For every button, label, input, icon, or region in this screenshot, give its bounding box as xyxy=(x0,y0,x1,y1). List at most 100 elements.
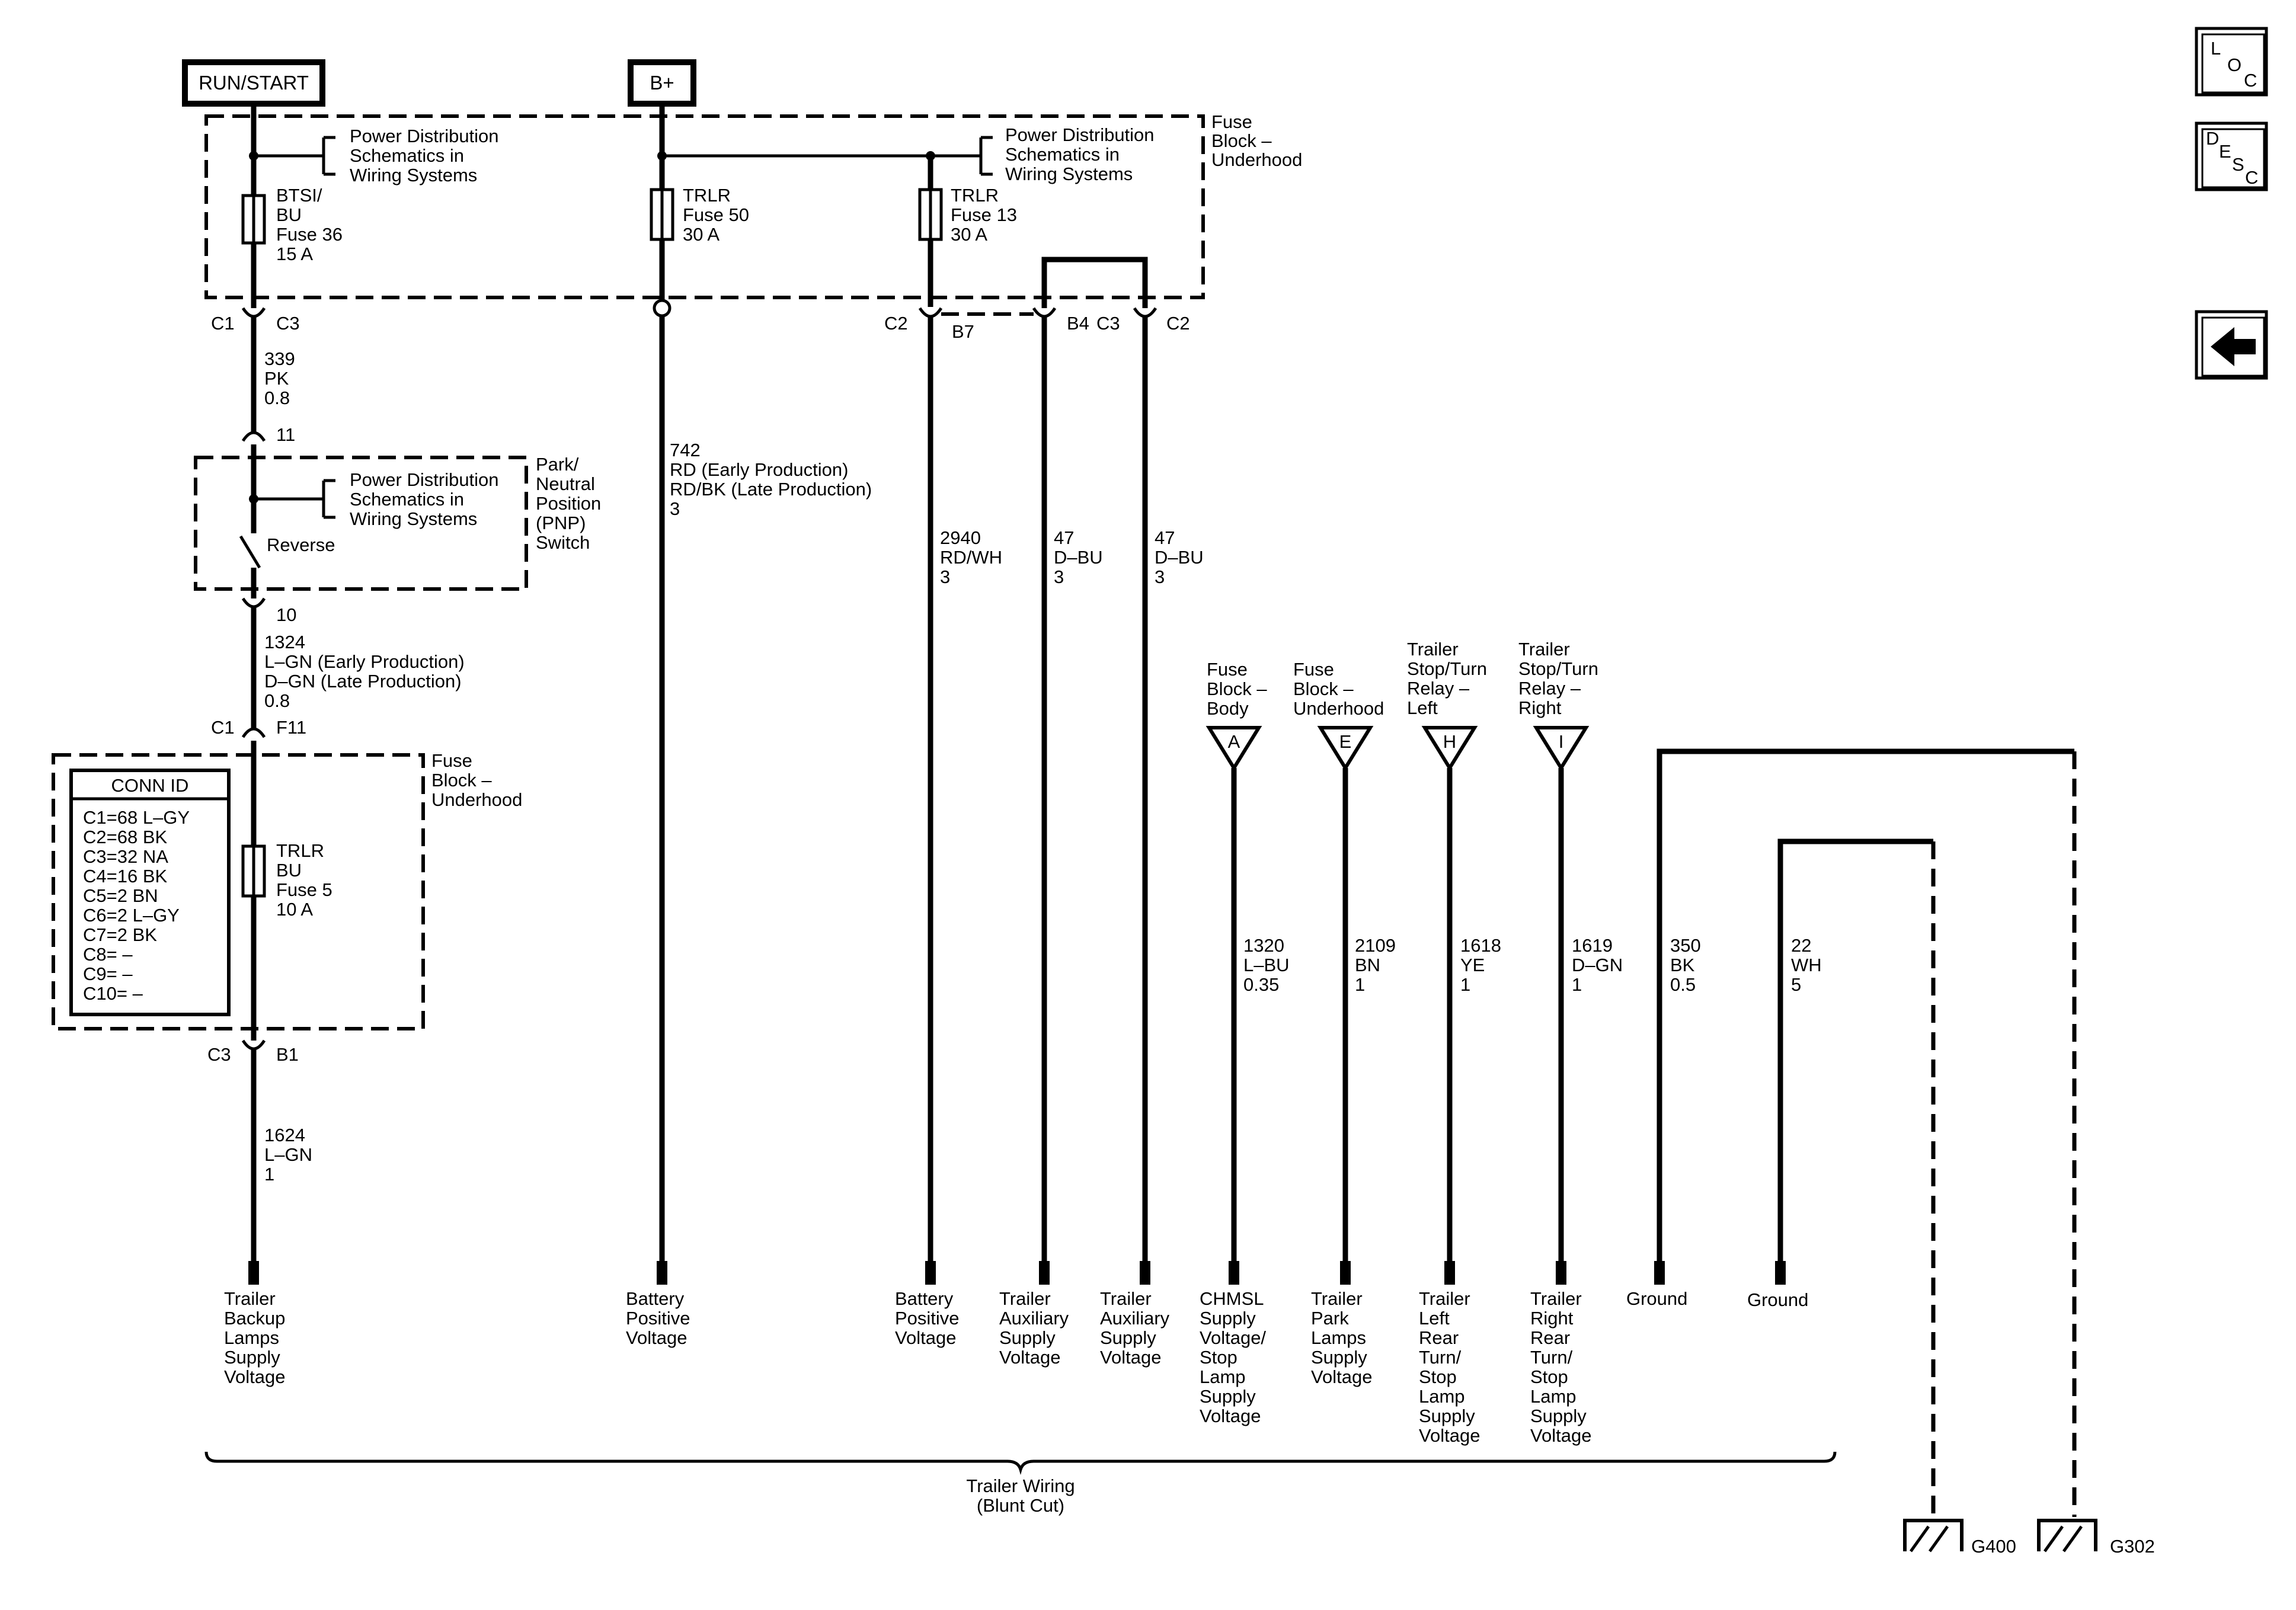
wire-350 xyxy=(1657,748,2074,1262)
svg-text:Stop: Stop xyxy=(1419,1366,1457,1387)
svg-text:1: 1 xyxy=(1460,974,1470,995)
svg-text:Right: Right xyxy=(1518,697,1562,718)
desc-button[interactable]: D E S C xyxy=(2195,121,2268,191)
back-button[interactable] xyxy=(2195,310,2268,380)
svg-text:C6=2 L–GY: C6=2 L–GY xyxy=(83,905,180,926)
svg-text:1618: 1618 xyxy=(1460,935,1501,956)
svg-text:Rear: Rear xyxy=(1530,1327,1570,1348)
svg-text:350: 350 xyxy=(1670,935,1701,956)
svg-text:11: 11 xyxy=(276,424,295,445)
ground-g400-icon: G400 xyxy=(1903,1519,2016,1557)
svg-text:Trailer: Trailer xyxy=(1419,1288,1470,1309)
svg-text:Voltage: Voltage xyxy=(1419,1425,1480,1446)
svg-text:Voltage: Voltage xyxy=(999,1347,1060,1368)
wire-1624-label: 1624 L–GN 1 xyxy=(264,1125,312,1185)
svg-text:RD/BK (Late Production): RD/BK (Late Production) xyxy=(670,479,872,500)
reference-e: Fuse Block – Underhood E xyxy=(1293,659,1384,1262)
svg-text:A: A xyxy=(1228,731,1240,752)
terminal-label-backup-lamps: Trailer Backup Lamps Supply Voltage xyxy=(224,1288,285,1387)
svg-text:1: 1 xyxy=(1572,974,1582,995)
svg-text:Trailer: Trailer xyxy=(999,1288,1051,1309)
svg-text:Turn/: Turn/ xyxy=(1419,1347,1462,1368)
terminal-label-park: Trailer Park Lamps Supply Voltage xyxy=(1311,1288,1372,1387)
svg-text:C5=2 BN: C5=2 BN xyxy=(83,885,158,906)
svg-text:3: 3 xyxy=(1155,566,1165,587)
fuse-50-label: TRLR Fuse 50 30 A xyxy=(683,185,749,245)
svg-text:BK: BK xyxy=(1670,955,1695,975)
svg-text:D–BU: D–BU xyxy=(1155,547,1204,568)
wire-339-label: 339 PK 0.8 xyxy=(264,348,295,408)
svg-text:Positive: Positive xyxy=(895,1308,960,1329)
svg-text:B7: B7 xyxy=(952,321,974,342)
svg-text:Lamp: Lamp xyxy=(1419,1386,1465,1407)
svg-text:5: 5 xyxy=(1791,974,1801,995)
svg-text:Relay –: Relay – xyxy=(1407,678,1470,699)
svg-text:Left: Left xyxy=(1419,1308,1450,1329)
svg-text:Voltage: Voltage xyxy=(626,1327,687,1348)
wire-1618-label: 1618 YE 1 xyxy=(1460,935,1501,995)
svg-text:Voltage: Voltage xyxy=(1100,1347,1161,1368)
svg-text:TRLR: TRLR xyxy=(276,840,324,861)
svg-text:C3: C3 xyxy=(276,313,300,334)
svg-text:F11: F11 xyxy=(276,717,306,738)
svg-text:Trailer: Trailer xyxy=(1100,1288,1152,1309)
svg-text:Trailer Wiring: Trailer Wiring xyxy=(966,1475,1075,1496)
svg-text:C3: C3 xyxy=(207,1044,231,1065)
loc-o: O xyxy=(2227,55,2241,75)
svg-text:I: I xyxy=(1559,731,1564,752)
svg-text:1: 1 xyxy=(264,1164,274,1185)
svg-text:1624: 1624 xyxy=(264,1125,305,1145)
svg-text:1: 1 xyxy=(1355,974,1365,995)
trailer-wiring-label: Trailer Wiring (Blunt Cut) xyxy=(966,1475,1075,1516)
wire-1320-label: 1320 L–BU 0.35 xyxy=(1243,935,1290,995)
svg-text:Rear: Rear xyxy=(1419,1327,1459,1348)
svg-text:339: 339 xyxy=(264,348,295,369)
svg-text:Backup: Backup xyxy=(224,1308,285,1329)
svg-text:Fuse 5: Fuse 5 xyxy=(276,879,332,900)
svg-text:Schematics in: Schematics in xyxy=(1005,144,1120,165)
svg-text:C1: C1 xyxy=(211,717,235,738)
svg-text:Auxiliary: Auxiliary xyxy=(1100,1308,1170,1329)
terminal-label-right-turn: Trailer Right Rear Turn/ Stop Lamp Suppl… xyxy=(1530,1288,1591,1446)
svg-text:C3: C3 xyxy=(1096,313,1120,334)
svg-text:Turn/: Turn/ xyxy=(1530,1347,1573,1368)
svg-text:(Blunt Cut): (Blunt Cut) xyxy=(977,1495,1064,1516)
svg-text:B1: B1 xyxy=(276,1044,299,1065)
svg-text:Schematics in: Schematics in xyxy=(350,489,464,510)
wire-742-label: 742 RD (Early Production) RD/BK (Late Pr… xyxy=(670,440,872,519)
svg-text:Power Distribution: Power Distribution xyxy=(1005,124,1155,145)
svg-text:2109: 2109 xyxy=(1355,935,1396,956)
wire-47b-label: 47 D–BU 3 xyxy=(1155,527,1204,587)
loc-c: C xyxy=(2244,70,2257,91)
connector-b4: B4 C3 xyxy=(1032,307,1120,1262)
svg-text:C7=2 BK: C7=2 BK xyxy=(83,924,157,945)
terminal-label-battery-1: Battery Positive Voltage xyxy=(626,1288,690,1348)
svg-text:Lamp: Lamp xyxy=(1530,1386,1576,1407)
connector-c2: C2 xyxy=(1133,307,1190,1262)
pds-ref-3: Power Distribution Schematics in Wiring … xyxy=(350,469,499,529)
svg-text:Stop: Stop xyxy=(1200,1347,1237,1368)
svg-text:Supply: Supply xyxy=(1200,1386,1256,1407)
svg-text:Supply: Supply xyxy=(1311,1347,1367,1368)
svg-text:Fuse 36: Fuse 36 xyxy=(276,224,343,245)
conn-id-table: CONN ID C1=68 L–GY C2=68 BK C3=32 NA C4=… xyxy=(69,769,231,1016)
svg-text:Ground: Ground xyxy=(1747,1289,1808,1310)
svg-text:Voltage: Voltage xyxy=(224,1366,285,1387)
svg-text:Trailer: Trailer xyxy=(1518,639,1570,660)
fuse-block-underhood-top xyxy=(204,114,1205,299)
connector-c1-c3: C1 C3 xyxy=(211,307,300,433)
svg-text:L–BU: L–BU xyxy=(1243,955,1290,975)
wire-350-label: 350 BK 0.5 xyxy=(1670,935,1701,995)
svg-text:Supply: Supply xyxy=(1530,1406,1587,1426)
trailer-wiring-brace xyxy=(204,1451,1837,1475)
svg-text:RD/WH: RD/WH xyxy=(940,547,1002,568)
wire-1619-label: 1619 D–GN 1 xyxy=(1572,935,1623,995)
ground-g400-label: G400 xyxy=(1971,1536,2016,1557)
svg-text:Block –: Block – xyxy=(1211,130,1272,151)
svg-text:C1=68 L–GY: C1=68 L–GY xyxy=(83,807,190,828)
svg-text:Trailer: Trailer xyxy=(1311,1288,1363,1309)
svg-text:3: 3 xyxy=(940,566,950,587)
loc-button[interactable]: L O C xyxy=(2195,27,2268,97)
svg-text:WH: WH xyxy=(1791,955,1822,975)
svg-text:Supply: Supply xyxy=(224,1347,280,1368)
